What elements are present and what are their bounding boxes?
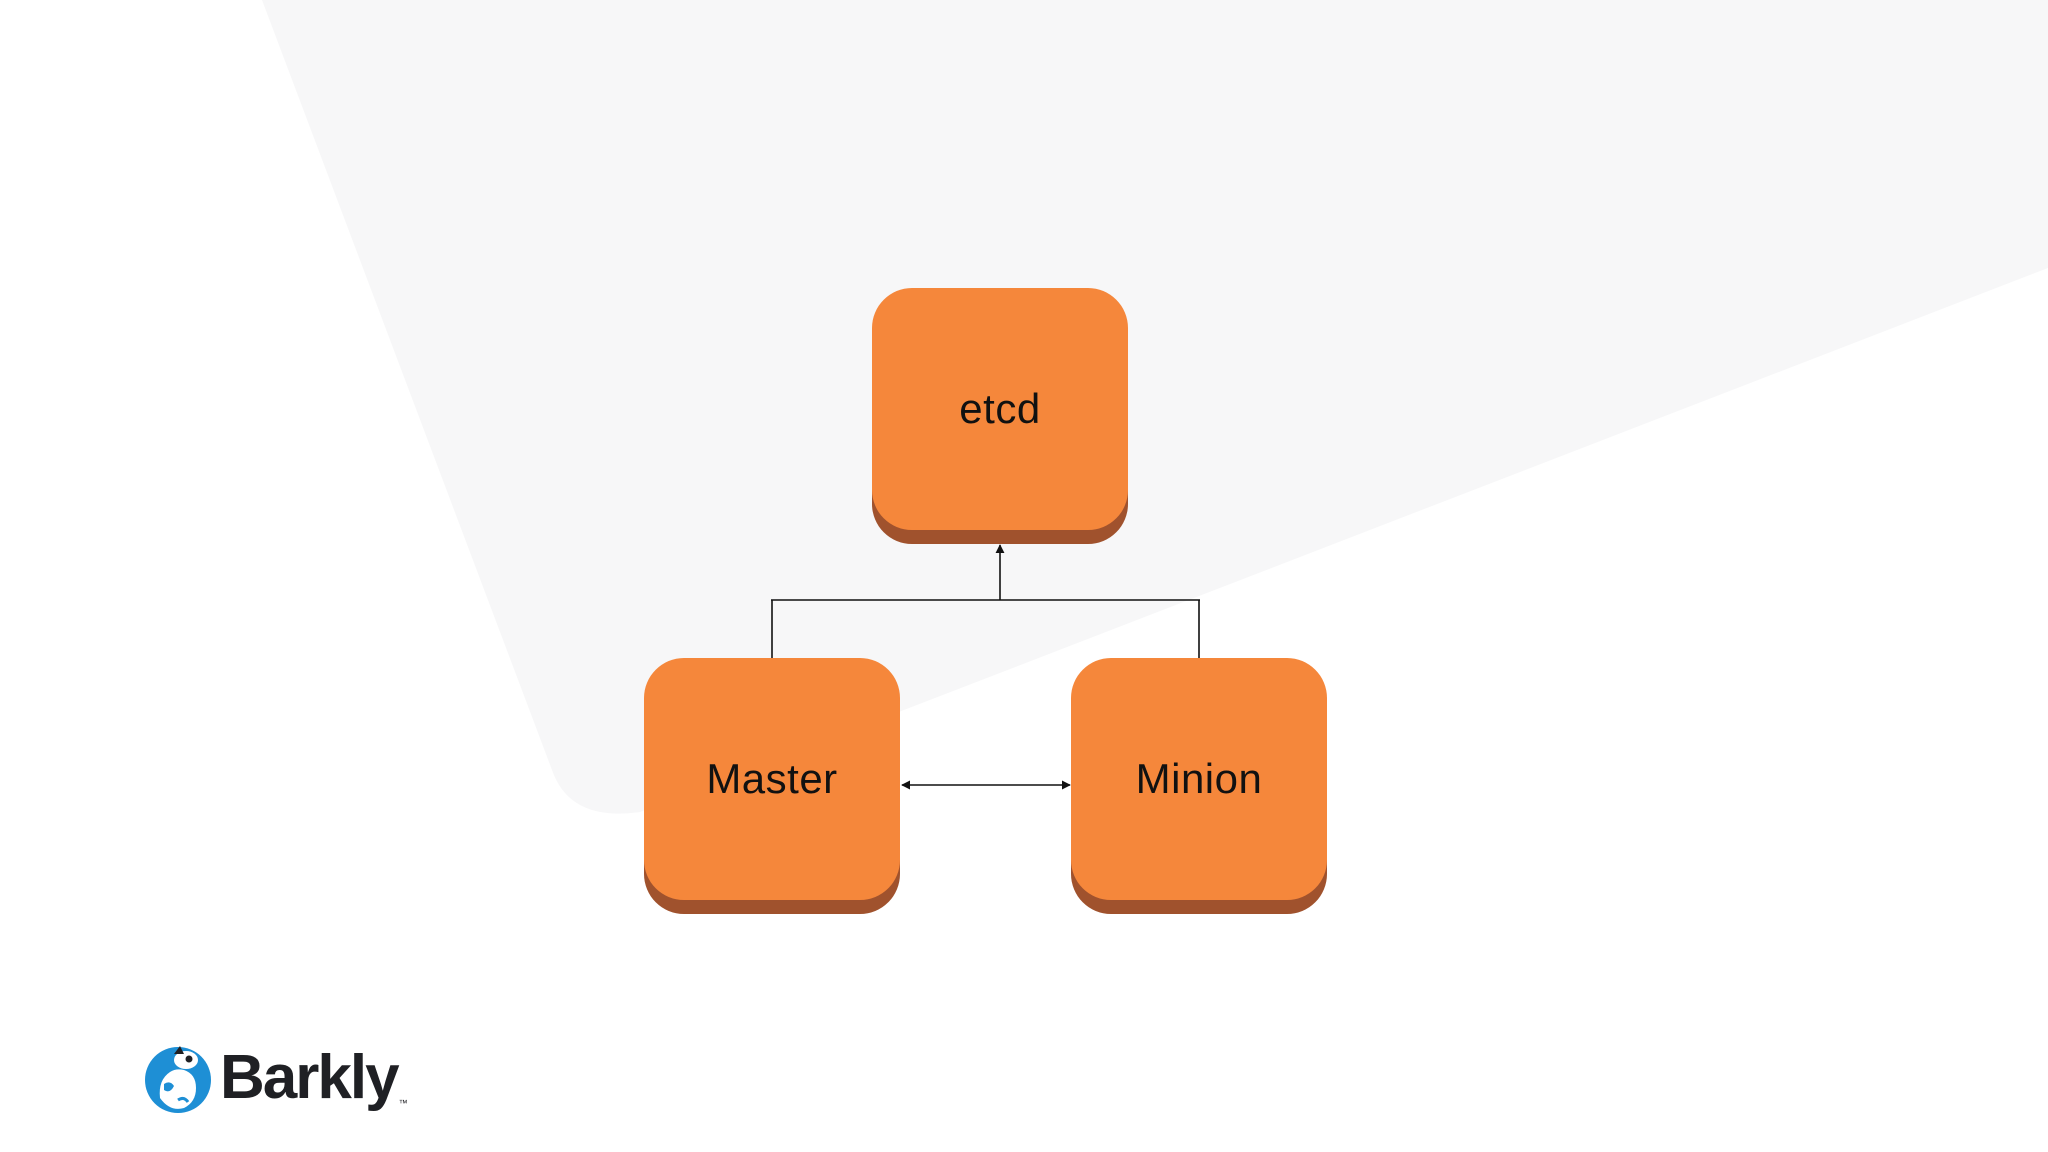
logo-trademark: ™	[398, 1098, 408, 1108]
node-minion: Minion	[1071, 658, 1327, 914]
node-face: Minion	[1071, 658, 1327, 900]
node-label-master: Master	[706, 755, 838, 802]
node-label-etcd: etcd	[959, 385, 1041, 432]
node-etcd: etcd	[872, 288, 1128, 544]
node-label-minion: Minion	[1135, 755, 1263, 802]
logo-wordmark: Barkly	[220, 1043, 400, 1112]
brand-logo: Barkly ™	[140, 1038, 408, 1118]
node-master: Master	[644, 658, 900, 914]
dog-icon	[145, 1046, 211, 1113]
node-face: etcd	[872, 288, 1128, 530]
node-face: Master	[644, 658, 900, 900]
